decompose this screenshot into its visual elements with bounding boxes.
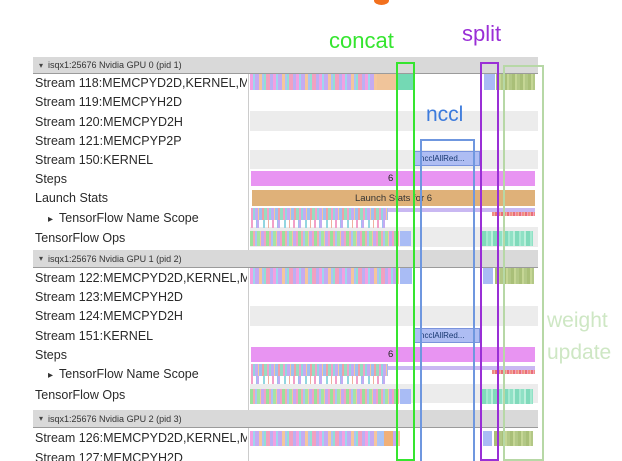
- name-scope-sub-events[interactable]: [492, 212, 535, 216]
- stream118-memcpy-event[interactable]: [377, 74, 397, 90]
- split-annotation-box: [480, 62, 499, 461]
- stream126-split-event[interactable]: [483, 431, 492, 446]
- expand-triangle-icon[interactable]: ▸: [48, 370, 54, 381]
- track-label-stream121: Stream 121:MEMCPYP2P: [35, 134, 182, 148]
- launch-stats-bar[interactable]: Launch Stats for 6: [252, 190, 535, 206]
- nccl-allreduce-event[interactable]: ncclAllRed...: [414, 151, 480, 166]
- nccl-annotation-label: nccl: [426, 103, 464, 126]
- stream122-kernel-events[interactable]: [250, 268, 399, 284]
- stream122-split-event[interactable]: [483, 268, 493, 284]
- collapse-triangle-icon[interactable]: ▾: [39, 60, 44, 70]
- weight-update-annotation-box: [503, 65, 544, 461]
- steps-bar[interactable]: 6: [251, 347, 535, 362]
- tf-ops-event[interactable]: [400, 231, 411, 246]
- step-number: 6: [388, 349, 394, 360]
- tf-ops-events[interactable]: [482, 231, 533, 246]
- track-label-name-scope[interactable]: ▸TensorFlow Name Scope: [48, 211, 199, 225]
- track-label-stream127: Stream 127:MEMCPYH2D: [35, 451, 183, 461]
- name-scope-flame[interactable]: [251, 208, 388, 220]
- process-header-gpu1[interactable]: ▾ isqx1:25676 Nvidia GPU 1 (pid 2): [33, 250, 538, 268]
- track-label-tf-ops: TensorFlow Ops: [35, 388, 126, 402]
- process-title: isqx1:25676 Nvidia GPU 0 (pid 1): [48, 60, 182, 70]
- nccl-annotation-bracket: [420, 139, 475, 461]
- track-label-tf-ops: TensorFlow Ops: [35, 231, 126, 245]
- track-label-stream151: Stream 151:KERNEL: [35, 329, 154, 343]
- process-header-gpu0[interactable]: ▾ isqx1:25676 Nvidia GPU 0 (pid 1): [33, 57, 538, 74]
- tf-ops-events[interactable]: [482, 389, 533, 404]
- nccl-allreduce-event[interactable]: ncclAllRed...: [414, 328, 480, 343]
- collapse-triangle-icon[interactable]: ▾: [39, 254, 44, 263]
- track-label-stream150: Stream 150:KERNEL: [35, 153, 154, 167]
- name-scope-flame[interactable]: [251, 364, 388, 376]
- launch-stats-text: Launch Stats for 6: [354, 192, 433, 204]
- stream126-kernel-events[interactable]: [250, 431, 400, 446]
- stream126-memcpy-event[interactable]: [384, 431, 393, 446]
- stream118-kernel-events[interactable]: [250, 74, 397, 90]
- process-title: isqx1:25676 Nvidia GPU 2 (pid 3): [48, 413, 182, 424]
- track-label-steps: Steps: [35, 172, 67, 186]
- track-label-stream126: Stream 126:MEMCPYD2D,KERNEL,MI: [35, 431, 247, 445]
- track-label-stream124: Stream 124:MEMCPYD2H: [35, 309, 183, 323]
- track-label-name-scope[interactable]: ▸TensorFlow Name Scope: [48, 367, 199, 381]
- stream118-concat-event[interactable]: [398, 74, 415, 90]
- process-header-gpu2[interactable]: ▾ isqx1:25676 Nvidia GPU 2 (pid 3): [33, 410, 538, 428]
- name-scope-flame-strands[interactable]: [251, 220, 388, 228]
- expand-triangle-icon[interactable]: ▸: [48, 214, 54, 225]
- row-stripe: [250, 111, 538, 131]
- track-label-stream118: Stream 118:MEMCPYD2D,KERNEL,ME: [35, 76, 247, 90]
- name-scope-sub-events[interactable]: [492, 370, 535, 374]
- track-label-launch-stats: Launch Stats: [35, 191, 108, 205]
- track-label-stream120: Stream 120:MEMCPYD2H: [35, 115, 183, 129]
- split-annotation-label: split: [462, 21, 502, 46]
- row-stripe: [250, 306, 538, 326]
- stream122-concat-event[interactable]: [400, 268, 412, 284]
- track-label-stream123: Stream 123:MEMCPYH2D: [35, 290, 183, 304]
- process-title: isqx1:25676 Nvidia GPU 1 (pid 2): [48, 253, 182, 264]
- weight-update-annotation-label: weight update: [547, 309, 612, 364]
- name-scope-span[interactable]: [388, 208, 535, 212]
- steps-bar[interactable]: 6: [251, 171, 535, 186]
- concat-annotation-label: concat: [329, 28, 394, 53]
- tf-ops-events[interactable]: [250, 389, 399, 404]
- stream126-memcpy-event[interactable]: [379, 431, 384, 446]
- track-label-steps: Steps: [35, 348, 67, 362]
- tf-ops-events[interactable]: [250, 231, 399, 246]
- stream118-weight-update-events[interactable]: [496, 74, 535, 90]
- track-label-stream122: Stream 122:MEMCPYD2D,KERNEL,MI: [35, 271, 247, 285]
- name-scope-flame-strands[interactable]: [251, 376, 388, 384]
- concat-annotation-box: [396, 62, 415, 461]
- track-label-stream119: Stream 119:MEMCPYH2D: [35, 95, 183, 109]
- step-number: 6: [388, 173, 394, 184]
- stream118-split-event[interactable]: [484, 74, 495, 90]
- collapse-triangle-icon[interactable]: ▾: [39, 414, 44, 423]
- name-scope-span[interactable]: [388, 366, 535, 370]
- tf-ops-event[interactable]: [400, 389, 411, 404]
- clipped-orange-annotation-fragment: [374, 0, 389, 5]
